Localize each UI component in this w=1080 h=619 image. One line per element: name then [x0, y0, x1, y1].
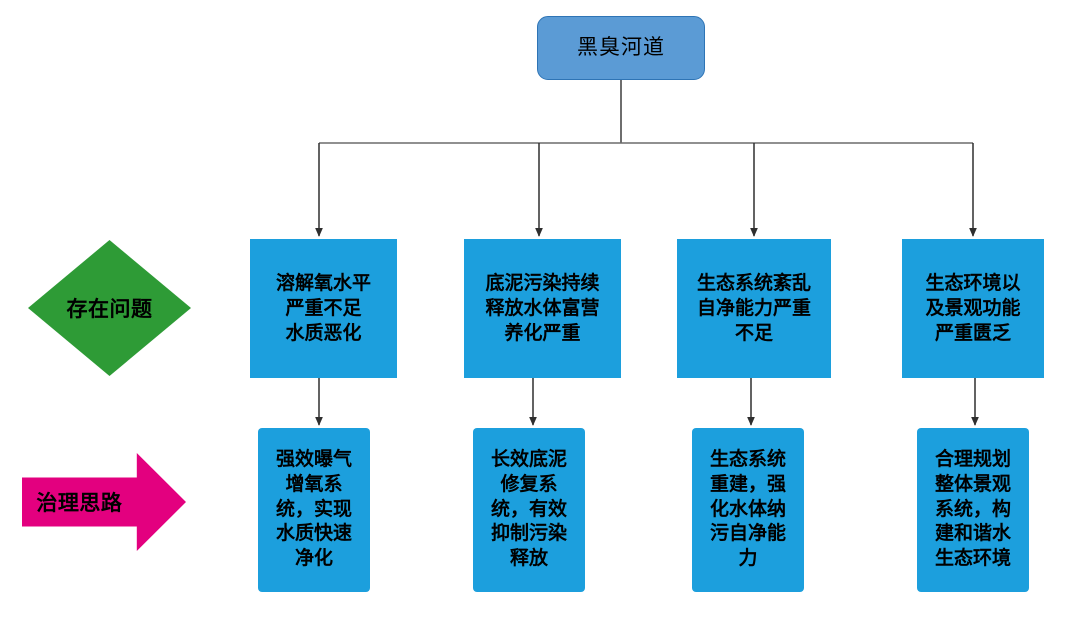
problem-box-4-text: 生态环境以及景观功能严重匮乏: [925, 272, 1021, 345]
solution-box-3-text: 生态系统重建，强化水体纳污自净能力: [709, 449, 786, 570]
solution-box-4-text: 合理规划整体景观系统，构建和谐水生态环境: [934, 449, 1011, 570]
problem-box-2[interactable]: 底泥污染持续释放水体富营养化严重: [464, 239, 621, 378]
problem-box-1-text: 溶解氧水平严重不足水质恶化: [275, 272, 371, 345]
row-label-problems[interactable]: 存在问题: [28, 240, 191, 376]
solution-box-2-text: 长效底泥修复系统，有效抑制污染释放: [490, 449, 567, 570]
problem-box-3-text: 生态系统紊乱自净能力严重不足: [696, 272, 811, 345]
solution-box-2[interactable]: 长效底泥修复系统，有效抑制污染释放: [473, 428, 585, 592]
root-node-black-odorous-river[interactable]: 黑臭河道: [537, 16, 705, 80]
row-label-problems-text: 存在问题: [66, 298, 153, 321]
problem-box-2-text: 底泥污染持续释放水体富营养化严重: [485, 272, 600, 345]
solution-box-4[interactable]: 合理规划整体景观系统，构建和谐水生态环境: [917, 428, 1029, 592]
problem-box-1[interactable]: 溶解氧水平严重不足水质恶化: [250, 239, 397, 378]
row-label-solutions[interactable]: 治理思路: [22, 453, 186, 551]
solution-box-1-text: 强效曝气增氧系统，实现水质快速净化: [275, 449, 352, 570]
root-node-label: 黑臭河道: [577, 36, 665, 60]
row-label-solutions-text: 治理思路: [36, 492, 123, 515]
solution-box-3[interactable]: 生态系统重建，强化水体纳污自净能力: [692, 428, 804, 592]
problem-box-3[interactable]: 生态系统紊乱自净能力严重不足: [677, 239, 831, 378]
solution-box-1[interactable]: 强效曝气增氧系统，实现水质快速净化: [258, 428, 370, 592]
problem-box-4[interactable]: 生态环境以及景观功能严重匮乏: [902, 239, 1044, 378]
